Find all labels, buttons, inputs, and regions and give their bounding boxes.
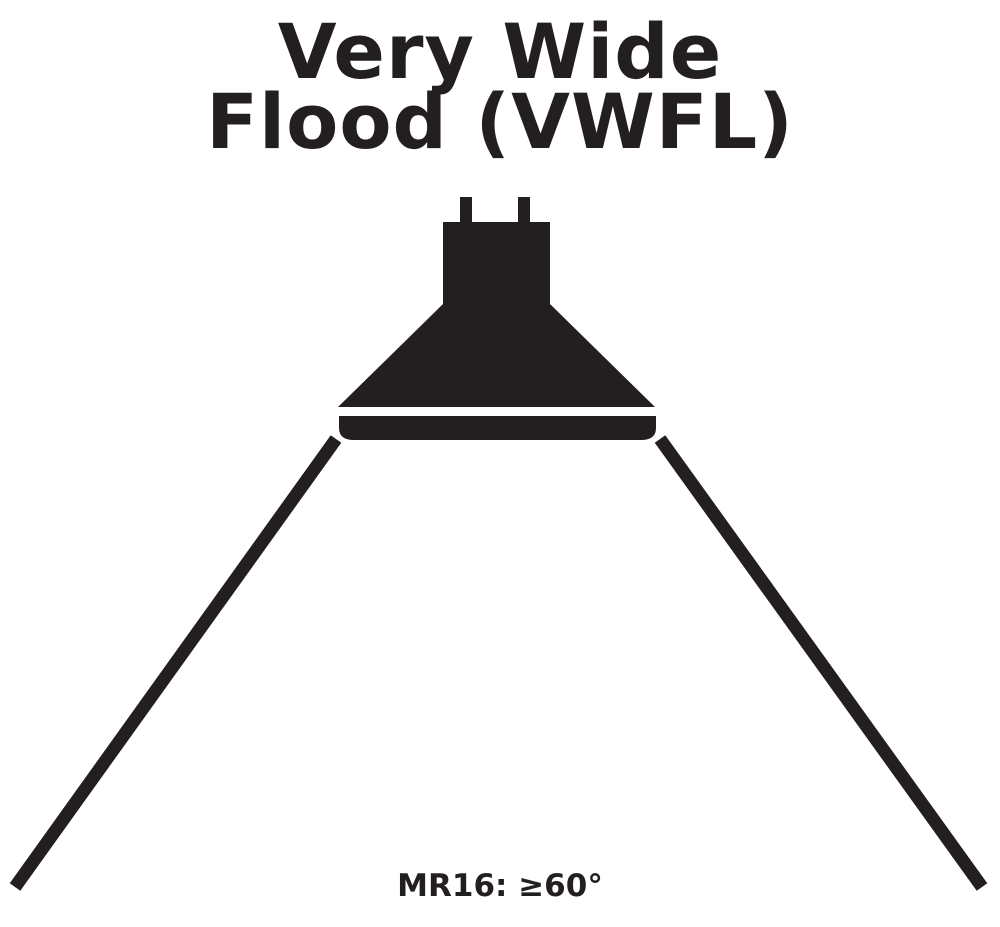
mr16-bulb-icon: [338, 197, 656, 440]
bulb-reflector: [338, 304, 655, 407]
bulb-neck: [443, 222, 550, 306]
bulb-pin-left: [460, 197, 472, 225]
beam-edge-right: [654, 435, 988, 891]
bulb-pin-right: [518, 197, 530, 225]
title-line-2: Flood (VWFL): [206, 77, 794, 166]
beam-edge-left: [9, 435, 342, 891]
beam-angle-label: MR16: ≥60°: [397, 868, 603, 904]
title-line-1: Very Wide: [277, 7, 723, 96]
bulb-lens: [339, 416, 656, 440]
